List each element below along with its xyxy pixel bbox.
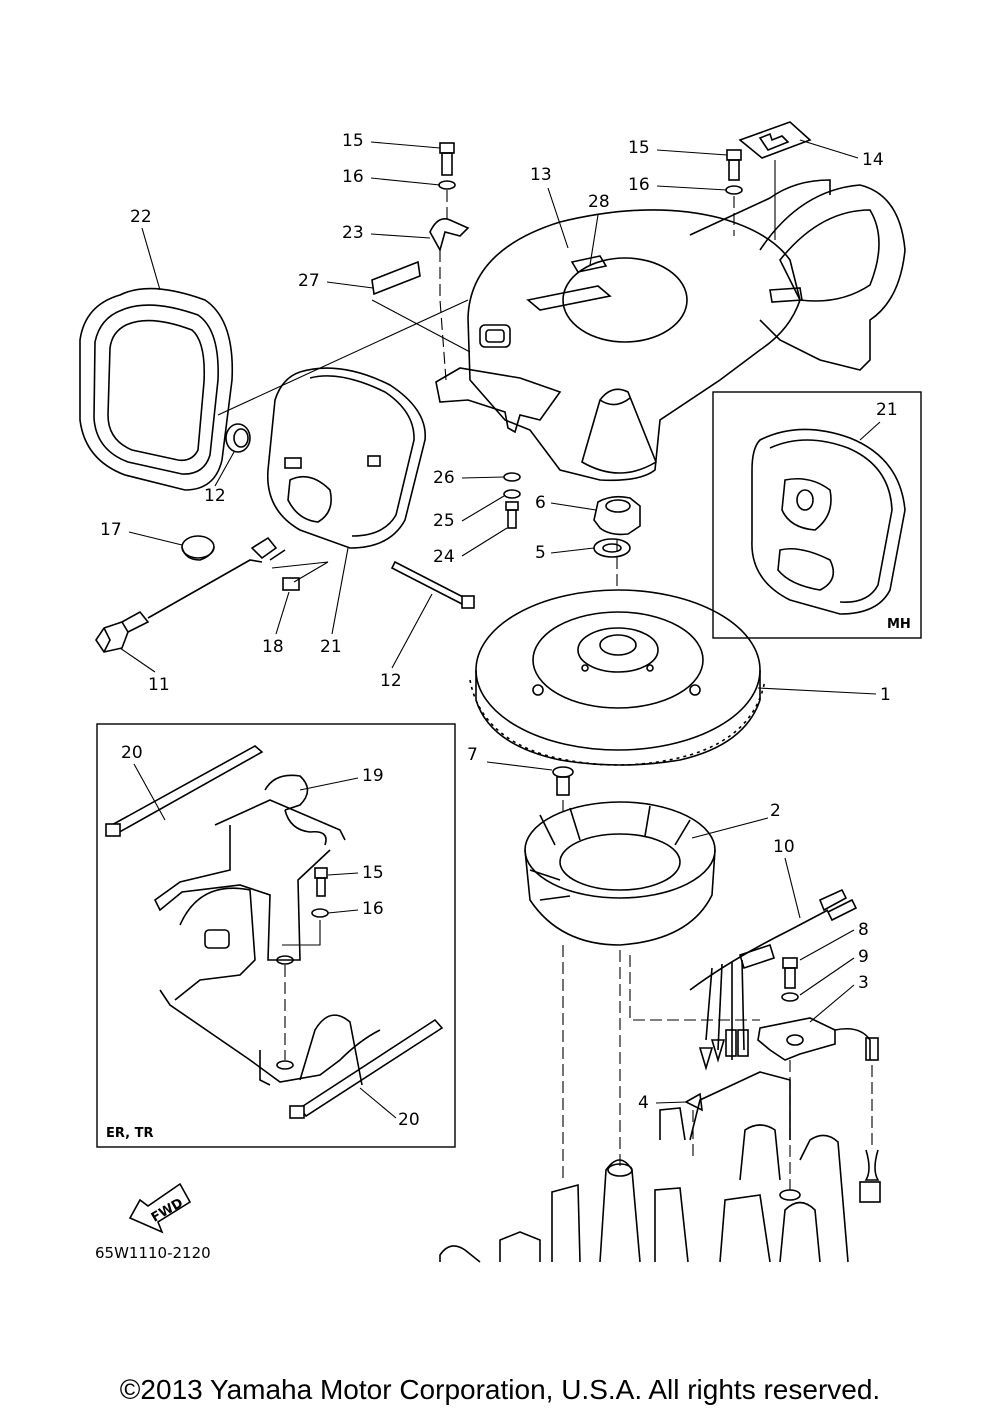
callout-label: 11 xyxy=(148,675,170,695)
duct-21 xyxy=(267,367,426,549)
callout-label: 17 xyxy=(100,520,122,540)
inset-ertr-label: ER, TR xyxy=(106,1126,153,1141)
callout-label: 27 xyxy=(298,271,320,291)
callout-label: 28 xyxy=(588,192,610,212)
callout-label: 12 xyxy=(380,671,402,691)
callout-label: 9 xyxy=(858,947,869,967)
callout-label: 1 xyxy=(880,685,891,705)
callout-label: 6 xyxy=(535,493,546,513)
hardware-24-26 xyxy=(503,472,521,529)
callout-label: 21 xyxy=(320,637,342,657)
callout-label: 15 xyxy=(362,863,384,883)
diagram-code: 65W1110-2120 xyxy=(95,1244,211,1262)
clip-23 xyxy=(429,218,470,253)
callout-label: 20 xyxy=(398,1110,420,1130)
grommet-12 xyxy=(225,423,251,453)
cable-tie-12 xyxy=(390,560,475,609)
engine-block xyxy=(439,1060,849,1263)
bolt-15-a xyxy=(438,142,456,190)
callout-label: 21 xyxy=(876,400,898,420)
callout-label: 3 xyxy=(858,973,869,993)
label-18 xyxy=(282,577,300,591)
label-27 xyxy=(371,260,421,296)
inset-ertr: ER, TR xyxy=(96,723,456,1148)
nut-6 xyxy=(593,495,641,536)
callout-label: 7 xyxy=(467,745,478,765)
stator-2 xyxy=(524,801,716,946)
callout-label: 18 xyxy=(262,637,284,657)
callout-label: 19 xyxy=(362,766,384,786)
callout-label: 26 xyxy=(433,468,455,488)
callout-label: 16 xyxy=(342,167,364,187)
callout-label: 13 xyxy=(530,165,552,185)
inset-mh-label: MH xyxy=(887,617,911,632)
plug-17 xyxy=(181,535,215,561)
flywheel-1 xyxy=(469,589,766,766)
copyright-notice: ©2013 Yamaha Motor Corporation, U.S.A. A… xyxy=(119,1374,881,1405)
callout-label: 20 xyxy=(121,743,143,763)
callout-label: 12 xyxy=(204,486,226,506)
callouts: 15 16 13 28 15 14 16 22 23 27 12 21 26 6… xyxy=(100,131,898,1130)
harness-10 xyxy=(689,888,858,1071)
callout-label: 2 xyxy=(770,801,781,821)
callout-label: 24 xyxy=(433,547,455,567)
callout-label: 5 xyxy=(535,543,546,563)
callout-label: 8 xyxy=(858,920,869,940)
fwd-arrow: FWD xyxy=(128,1182,192,1234)
pulser-3 xyxy=(757,957,881,1203)
bolt-15-b xyxy=(725,149,743,195)
callout-label: 16 xyxy=(362,899,384,919)
callout-label: 15 xyxy=(628,138,650,158)
plate-14 xyxy=(738,121,812,240)
callout-label: 22 xyxy=(130,207,152,227)
inset-mh: MH xyxy=(712,391,922,639)
callout-label: 15 xyxy=(342,131,364,151)
callout-label: 25 xyxy=(433,511,455,531)
callout-label: 10 xyxy=(773,837,795,857)
flywheel-cover xyxy=(435,179,906,482)
sensor-11 xyxy=(95,536,286,653)
washer-5 xyxy=(593,538,631,558)
seal-22 xyxy=(79,287,234,491)
callout-label: 14 xyxy=(862,150,884,170)
callout-label: 23 xyxy=(342,223,364,243)
callout-label: 16 xyxy=(628,175,650,195)
callout-label: 4 xyxy=(638,1093,649,1113)
